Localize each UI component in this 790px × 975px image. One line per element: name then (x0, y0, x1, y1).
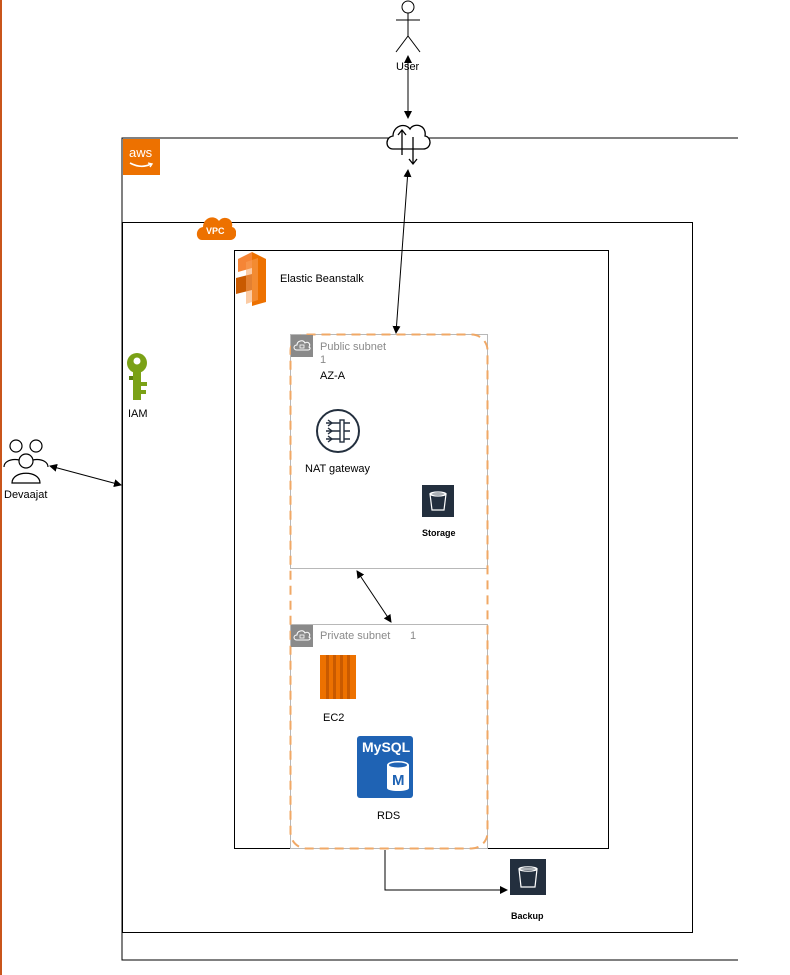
elastic-beanstalk-icon (236, 252, 266, 306)
user-icon (395, 0, 421, 53)
backup-label: Backup (511, 911, 544, 921)
backup-bucket-icon (510, 859, 546, 895)
elastic-beanstalk-label: Elastic Beanstalk (280, 273, 364, 285)
nat-gateway-label: NAT gateway (305, 463, 371, 475)
az-label: AZ-A (320, 370, 346, 382)
rds-mysql-icon: MySQL M (357, 736, 413, 798)
public-subnet-number: 1 (320, 354, 327, 366)
public-subnet-title: Public subnet (320, 341, 387, 353)
ec2-icon (320, 655, 356, 699)
private-subnet-number: 1 (410, 630, 417, 642)
storage-bucket-icon (422, 485, 454, 517)
iam-key-icon (127, 353, 147, 400)
user-label: User (396, 61, 420, 73)
nat-gateway-icon (316, 409, 360, 453)
left-edge-line (0, 0, 2, 975)
rds-logo-letter: M (392, 772, 405, 789)
iam-label: IAM (128, 408, 148, 420)
storage-label: Storage (422, 528, 456, 538)
public-subnet-icon (291, 335, 313, 357)
vpc-badge: VPC (196, 212, 237, 242)
rds-label: RDS (377, 810, 401, 822)
aws-badge: aws (123, 139, 160, 175)
devaajat-users-icon (3, 439, 49, 484)
private-subnet-icon (291, 625, 313, 647)
aws-smile-icon (129, 162, 154, 168)
private-subnet-title: Private subnet (320, 630, 391, 642)
devaajat-label: Devaajat (4, 489, 48, 501)
rds-logo-text: MySQL (362, 739, 411, 755)
aws-badge-text: aws (129, 145, 153, 160)
ec2-label: EC2 (323, 712, 345, 724)
internet-cloud-icon (386, 124, 431, 166)
vpc-cloud-icon (196, 217, 237, 240)
vpc-badge-text: VPC (206, 226, 225, 236)
rds-cylinder-icon (387, 761, 409, 791)
